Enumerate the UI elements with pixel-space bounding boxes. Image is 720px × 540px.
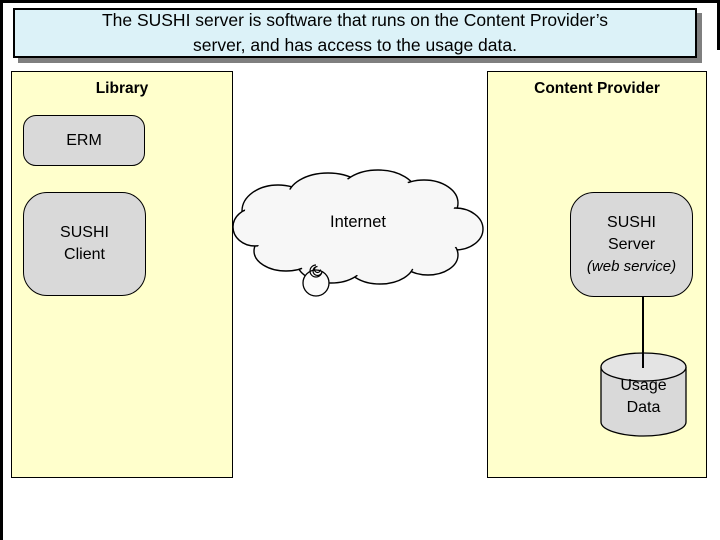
sushi-server-line-3: (web service) — [586, 257, 677, 275]
frame-top-border — [0, 0, 720, 3]
frame-right-border — [717, 0, 720, 50]
sushi-server-line-1: SUSHI — [607, 213, 656, 231]
sushi-client-line-2: Client — [64, 246, 105, 263]
sushi-client-node: SUSHI Client — [23, 192, 146, 296]
library-panel-title: Library — [95, 80, 149, 97]
frame-left-border — [0, 0, 3, 540]
title-line-1: The SUSHI server is software that runs o… — [101, 10, 609, 30]
title-box: The SUSHI server is software that runs o… — [13, 8, 697, 58]
usage-data-line-2: Data — [626, 399, 661, 416]
usage-data-label: Usage Data — [600, 375, 687, 419]
internet-cloud-icon — [228, 163, 488, 303]
cloud-bubble — [302, 269, 330, 297]
cloud-scribble — [309, 264, 323, 278]
content-provider-panel-title: Content Provider — [534, 80, 660, 97]
sushi-server-line-2: Server — [607, 235, 656, 253]
usage-data-line-1: Usage — [620, 377, 667, 394]
erm-node: ERM — [23, 115, 145, 166]
sushi-client-line-1: SUSHI — [60, 224, 109, 241]
usage-data-cylinder-icon — [600, 351, 687, 439]
erm-label: ERM — [66, 131, 102, 149]
connector-line — [642, 297, 644, 368]
internet-label: Internet — [330, 213, 386, 231]
title-line-2: server, and has access to the usage data… — [193, 35, 517, 55]
sushi-server-node: SUSHI Server (web service) — [570, 192, 693, 297]
